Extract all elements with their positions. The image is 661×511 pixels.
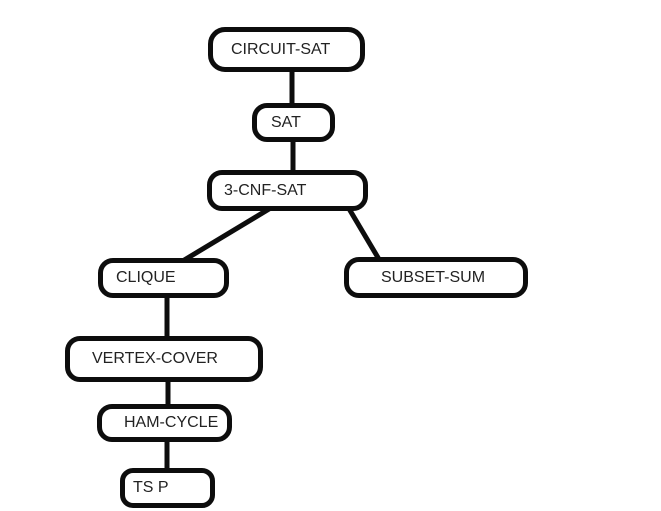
node-ham-cycle: HAM-CYCLE	[97, 404, 232, 442]
node-3cnf-sat: 3-CNF-SAT	[207, 170, 368, 211]
node-3cnf-sat-label: 3-CNF-SAT	[224, 181, 307, 199]
node-vertex-cover-label: VERTEX-COVER	[92, 350, 218, 367]
node-tsp: TS P	[120, 468, 215, 508]
edge-3cnfsat-clique	[179, 203, 276, 265]
node-ham-cycle-label: HAM-CYCLE	[124, 414, 219, 431]
node-vertex-cover: VERTEX-COVER	[65, 336, 263, 382]
node-clique: CLIQUE	[98, 258, 229, 298]
edge-3cnfsat-subsetsum	[345, 205, 383, 263]
node-circuit-sat-label: CIRCUIT-SAT	[231, 40, 331, 58]
node-sat-label: SAT	[271, 113, 301, 131]
node-sat: SAT	[252, 103, 335, 142]
node-circuit-sat: CIRCUIT-SAT	[208, 27, 365, 72]
node-clique-label: CLIQUE	[116, 269, 176, 286]
node-subset-sum: SUBSET-SUM	[344, 257, 528, 298]
node-subset-sum-label: SUBSET-SUM	[381, 268, 486, 286]
node-tsp-label: TS P	[133, 479, 169, 496]
